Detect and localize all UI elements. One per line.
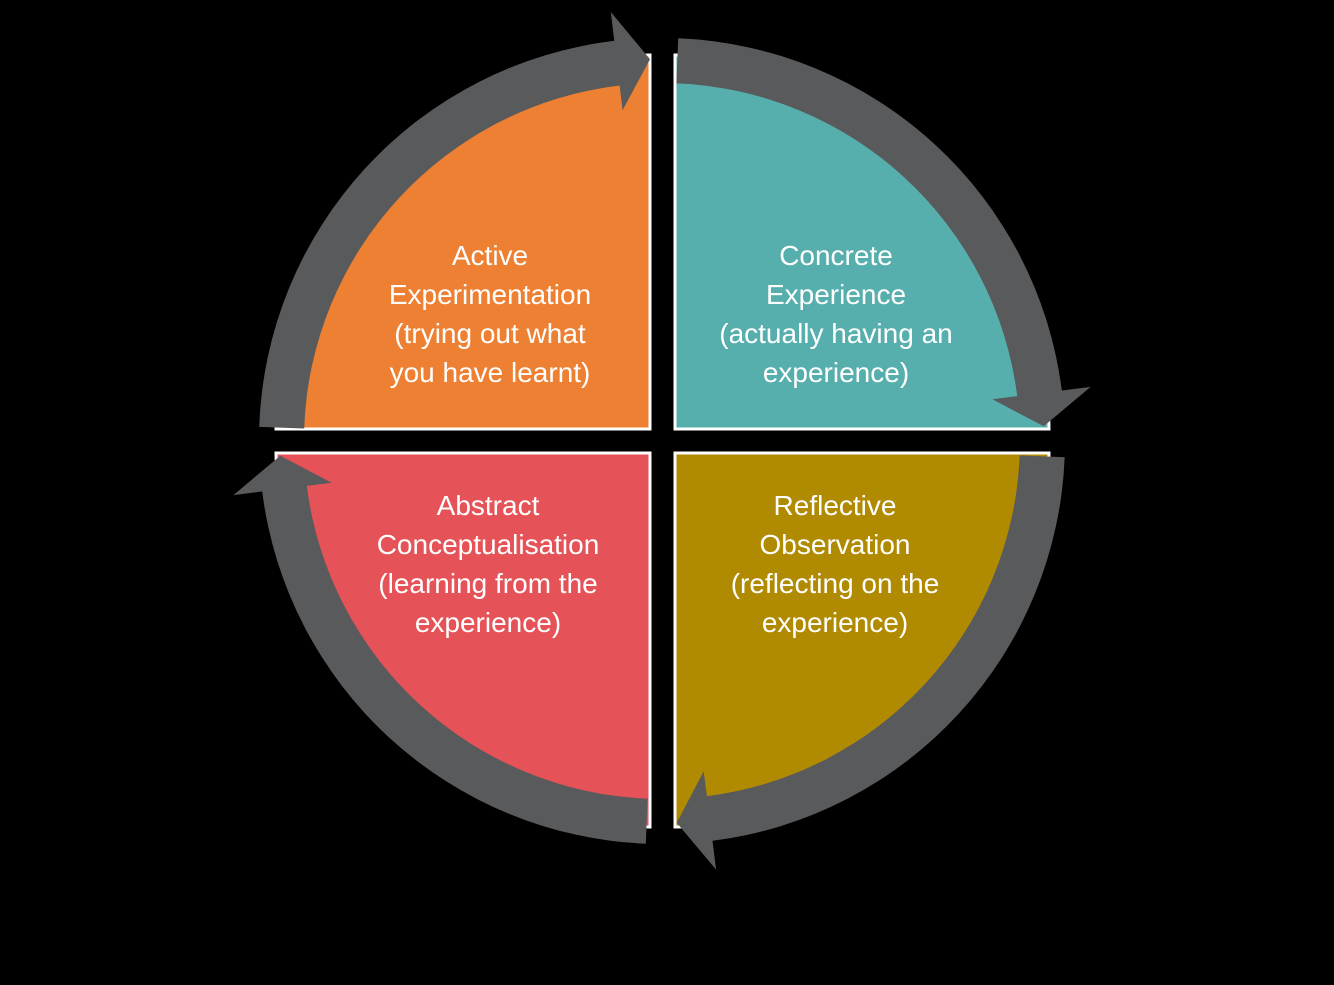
clockwise-arrow-top-right-icon (676, 38, 1091, 427)
clockwise-arrow-bottom-right-icon (676, 455, 1065, 870)
clockwise-arrow-bottom-left-icon (233, 455, 648, 844)
clockwise-arrow-top-left-icon (259, 12, 650, 429)
